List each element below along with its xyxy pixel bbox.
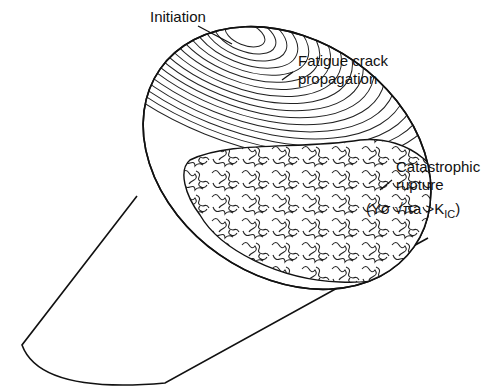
leader-line <box>282 72 293 80</box>
label-text: Catastrophic rupture <box>396 158 494 194</box>
leader-line <box>198 26 232 44</box>
label-text: Initiation <box>150 8 206 26</box>
label-text: Fatigue crack propagation <box>298 52 410 88</box>
leader-line <box>380 180 392 190</box>
label-text: (Yσ √πa >K <box>366 200 444 217</box>
label-text: ) <box>455 200 460 217</box>
label-text: IC <box>444 208 455 220</box>
criterion-formula: (Yσ √πa >KIC) <box>366 200 460 219</box>
